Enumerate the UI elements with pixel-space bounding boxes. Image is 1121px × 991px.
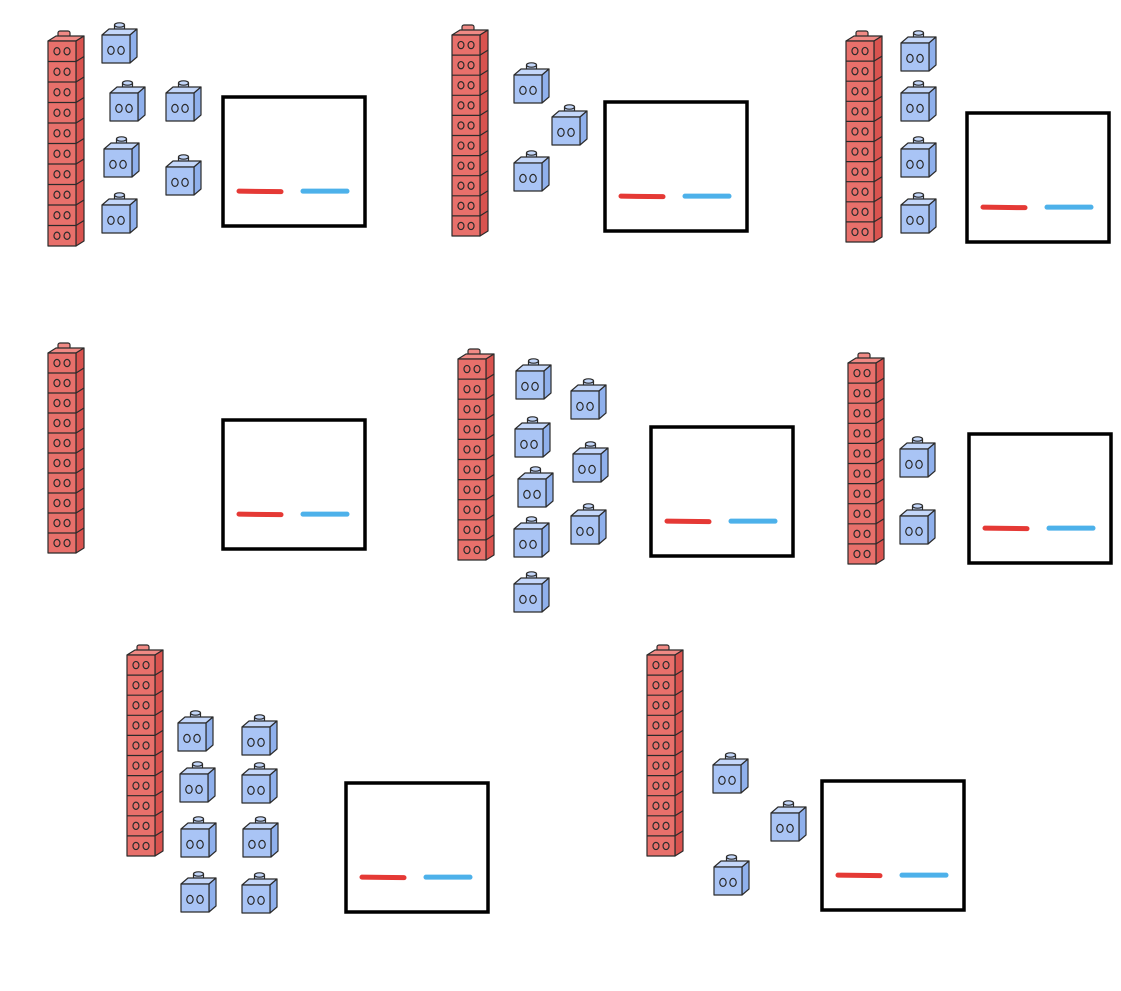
ten-rod-icon xyxy=(845,30,883,243)
problem-5 xyxy=(457,348,795,613)
answer-box[interactable] xyxy=(649,425,795,558)
problem-7 xyxy=(126,644,490,914)
unit-cube-icon xyxy=(180,816,217,858)
unit-cube-icon xyxy=(242,816,279,858)
unit-cube-icon xyxy=(165,154,202,196)
unit-cube-icon xyxy=(177,710,214,752)
problem-8 xyxy=(646,644,966,912)
tens-answer-blank[interactable] xyxy=(236,511,284,518)
unit-cube-icon xyxy=(180,871,217,913)
problem-6 xyxy=(847,352,1113,565)
unit-cube-icon xyxy=(241,762,278,804)
answer-box[interactable] xyxy=(344,781,490,914)
unit-cube-icon xyxy=(179,761,216,803)
answer-box[interactable] xyxy=(221,95,367,228)
unit-cube-icon xyxy=(900,30,937,72)
tens-answer-blank[interactable] xyxy=(664,518,712,525)
tens-answer-blank[interactable] xyxy=(618,193,666,200)
unit-cube-icon xyxy=(101,192,138,234)
unit-cube-icon xyxy=(165,80,202,122)
problem-2 xyxy=(451,24,749,237)
ten-rod-icon xyxy=(451,24,489,237)
unit-cube-icon xyxy=(899,503,936,545)
unit-cube-icon xyxy=(570,378,607,420)
tens-answer-blank[interactable] xyxy=(835,872,883,879)
unit-cube-icon xyxy=(513,150,550,192)
answer-box[interactable] xyxy=(967,432,1113,565)
unit-cube-icon xyxy=(513,571,550,613)
unit-cube-icon xyxy=(770,800,807,842)
unit-cube-icon xyxy=(241,714,278,756)
problem-4 xyxy=(47,342,367,554)
unit-cube-icon xyxy=(241,872,278,914)
ten-rod-icon xyxy=(847,352,885,565)
unit-cube-icon xyxy=(517,466,554,508)
unit-cube-icon xyxy=(101,22,138,64)
problem-1 xyxy=(47,22,367,247)
unit-cube-icon xyxy=(551,104,588,146)
unit-cube-icon xyxy=(514,416,551,458)
unit-cube-icon xyxy=(515,358,552,400)
unit-cube-icon xyxy=(899,436,936,478)
unit-cube-icon xyxy=(900,136,937,178)
ten-rod-icon xyxy=(47,30,85,247)
tens-answer-blank[interactable] xyxy=(236,188,284,195)
unit-cube-icon xyxy=(713,854,750,896)
unit-cube-icon xyxy=(900,192,937,234)
answer-box[interactable] xyxy=(965,111,1111,244)
answer-box[interactable] xyxy=(820,779,966,912)
unit-cube-icon xyxy=(570,503,607,545)
answer-box[interactable] xyxy=(603,100,749,233)
unit-cube-icon xyxy=(513,516,550,558)
answer-box[interactable] xyxy=(221,418,367,551)
tens-answer-blank[interactable] xyxy=(982,525,1030,532)
problem-3 xyxy=(845,30,1111,244)
unit-cube-icon xyxy=(900,80,937,122)
unit-cube-icon xyxy=(513,62,550,104)
problems-layer xyxy=(47,22,1113,914)
tens-answer-blank[interactable] xyxy=(980,204,1028,211)
ten-rod-icon xyxy=(126,644,164,857)
unit-cube-icon xyxy=(572,441,609,483)
ten-rod-icon xyxy=(457,348,495,561)
unit-cube-icon xyxy=(712,752,749,794)
ten-rod-icon xyxy=(47,342,85,554)
unit-cube-icon xyxy=(109,80,146,122)
tens-answer-blank[interactable] xyxy=(359,874,407,881)
ten-rod-icon xyxy=(646,644,684,857)
unit-cube-icon xyxy=(103,136,140,178)
